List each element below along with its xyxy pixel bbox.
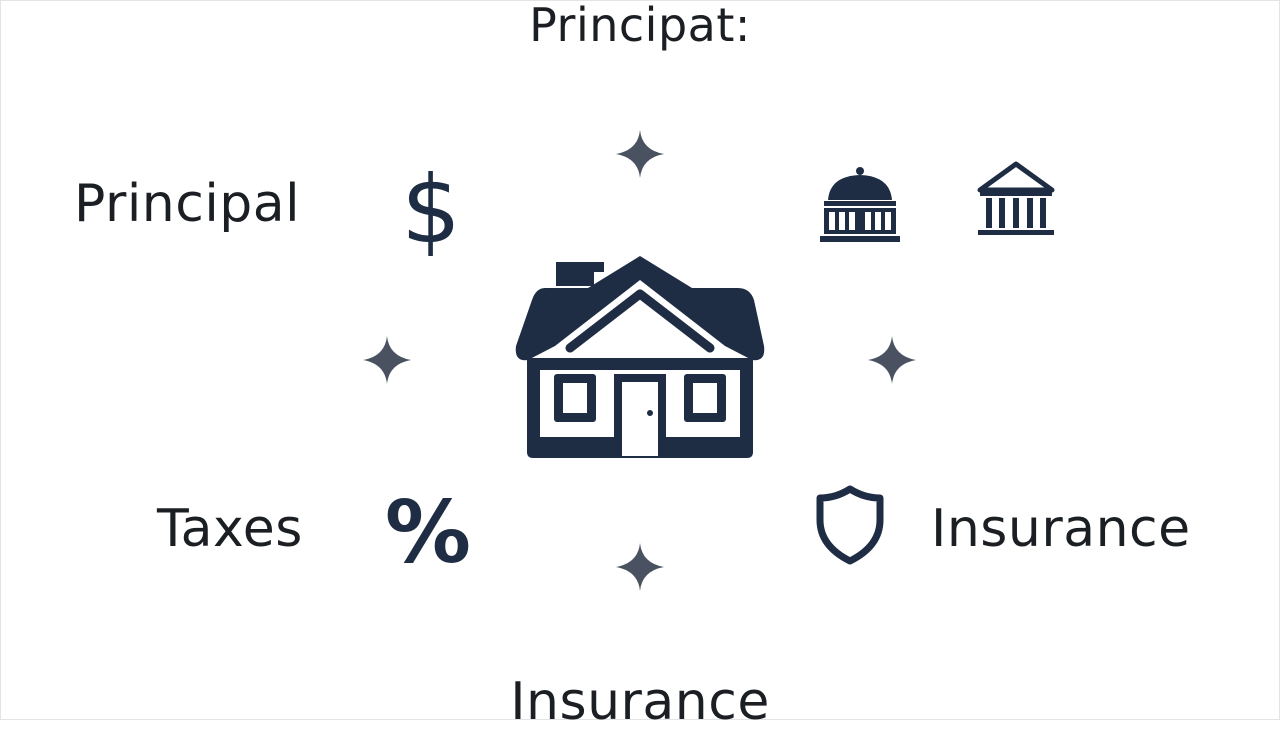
sparkle-icon-right bbox=[868, 336, 916, 384]
percent-symbol: % bbox=[385, 483, 471, 578]
principal-label: Principal bbox=[74, 174, 301, 234]
sparkle-icon-left bbox=[363, 336, 411, 384]
sparkle-icon-top bbox=[616, 130, 664, 178]
sparkle-icon-bottom bbox=[616, 543, 664, 591]
bottom-insurance-label: Insurance bbox=[510, 672, 770, 732]
taxes-label: Taxes bbox=[157, 499, 303, 559]
house-icon bbox=[515, 256, 765, 458]
percent-icon: % bbox=[385, 483, 471, 578]
top-label: Principat: bbox=[529, 0, 751, 52]
bank-icon bbox=[977, 161, 1055, 235]
dome-bank-icon bbox=[820, 167, 900, 242]
insurance-label: Insurance bbox=[931, 499, 1191, 559]
dollar-symbol: $ bbox=[401, 156, 461, 260]
shield-icon bbox=[816, 485, 884, 565]
dollar-icon: $ bbox=[401, 156, 461, 260]
